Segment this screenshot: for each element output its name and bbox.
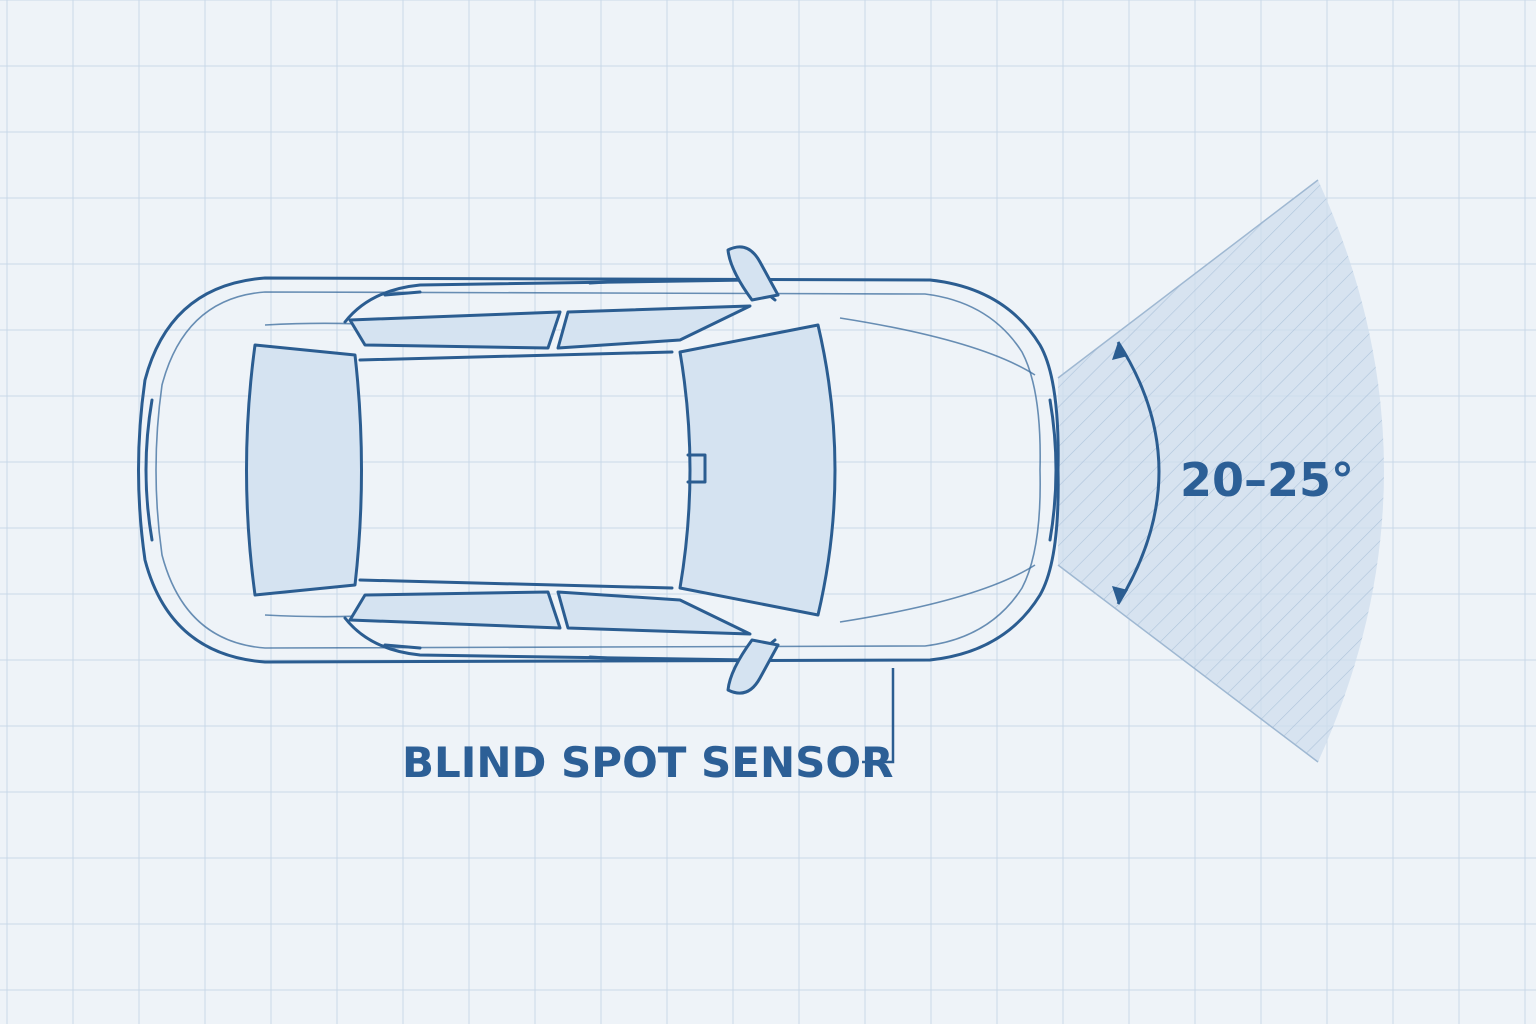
sensor-leader-line [862,668,895,764]
windshield [678,323,837,617]
angle-label: 20–25° [1180,453,1354,507]
rear-window [245,343,363,597]
side-window-left-rear [348,310,562,350]
mirror-right [726,638,780,695]
arrow-up-icon [1112,342,1128,360]
side-window-right-front [556,590,752,636]
arrow-down-icon [1112,586,1128,604]
side-window-right-rear [348,590,562,630]
angle-arc [1112,341,1161,605]
mirror-left [726,245,780,302]
car-top-view [137,245,1060,695]
side-window-left-front [556,304,752,350]
detection-zone [1057,179,1384,763]
sensor-label: BLIND SPOT SENSOR [402,738,893,787]
